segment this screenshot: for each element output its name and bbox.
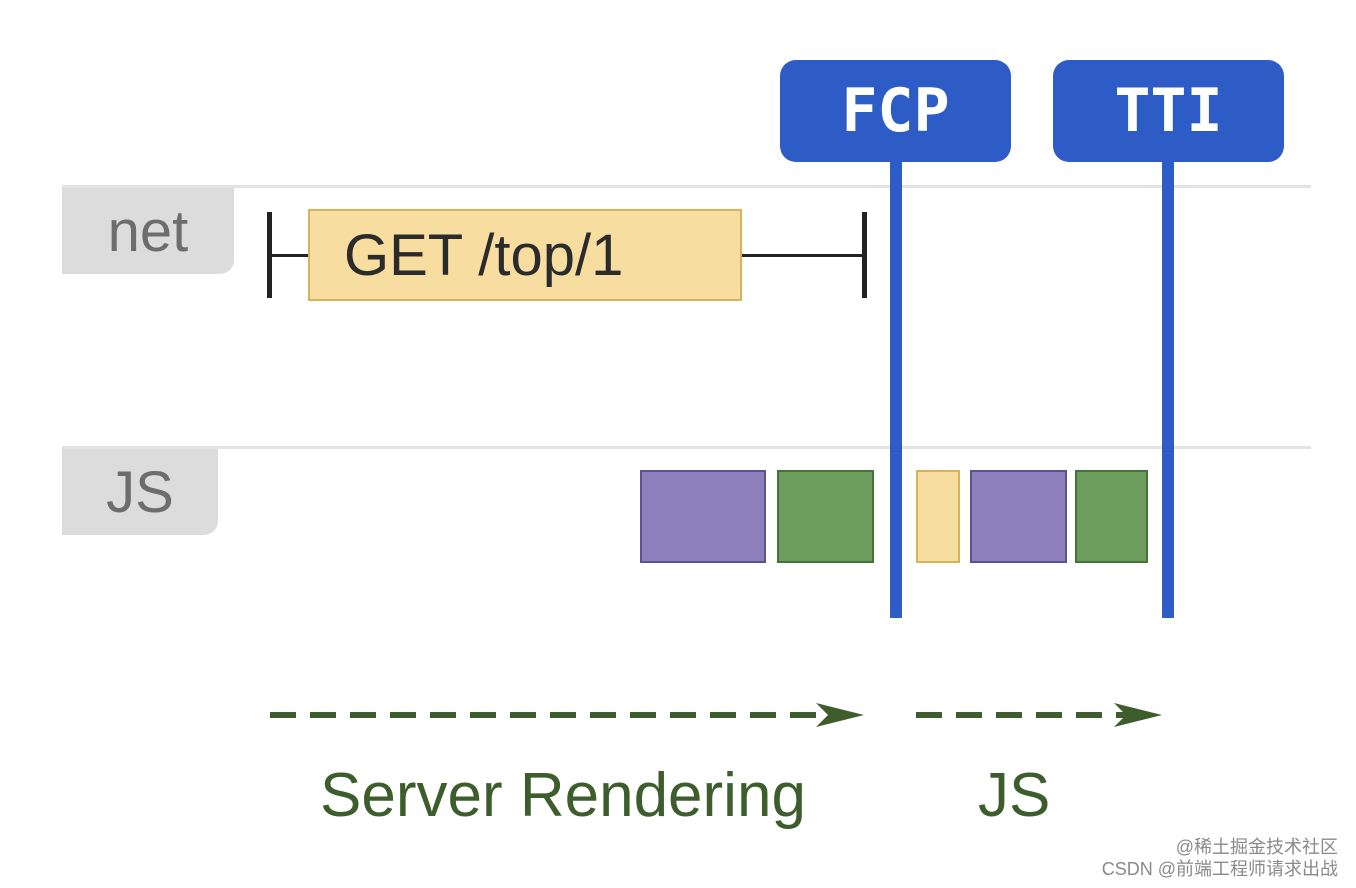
js-block-2	[777, 470, 874, 563]
server-rendering-arrow	[270, 703, 864, 727]
fcp-badge: FCP	[780, 60, 1011, 162]
js-block-1	[640, 470, 766, 563]
watermark-line-1: @稀土掘金技术社区	[1175, 837, 1338, 857]
server-rendering-label: Server Rendering	[320, 761, 806, 830]
watermark-line-2: CSDN @前端工程师请求出战	[1101, 859, 1338, 879]
net-lane-tab: net	[62, 188, 234, 274]
js-block-5	[1075, 470, 1148, 563]
request-label: GET /top/1	[344, 222, 624, 288]
js-phase-arrow	[916, 703, 1162, 727]
request-end-cap	[862, 212, 867, 298]
js-phase-label: JS	[978, 761, 1051, 830]
fcp-marker-line	[890, 150, 902, 618]
js-lane-tab: JS	[62, 449, 218, 535]
request-start-whisker	[269, 254, 309, 257]
js-block-3	[916, 470, 960, 563]
js-block-4	[970, 470, 1067, 563]
tti-marker-line	[1162, 150, 1174, 618]
js-lane-line	[62, 446, 1311, 449]
watermark: @稀土掘金技术社区 CSDN @前端工程师请求出战	[1102, 836, 1338, 880]
request-end-whisker	[742, 254, 865, 257]
net-lane-line	[62, 185, 1311, 188]
tti-badge: TTI	[1053, 60, 1284, 162]
request-bar: GET /top/1	[308, 209, 742, 301]
